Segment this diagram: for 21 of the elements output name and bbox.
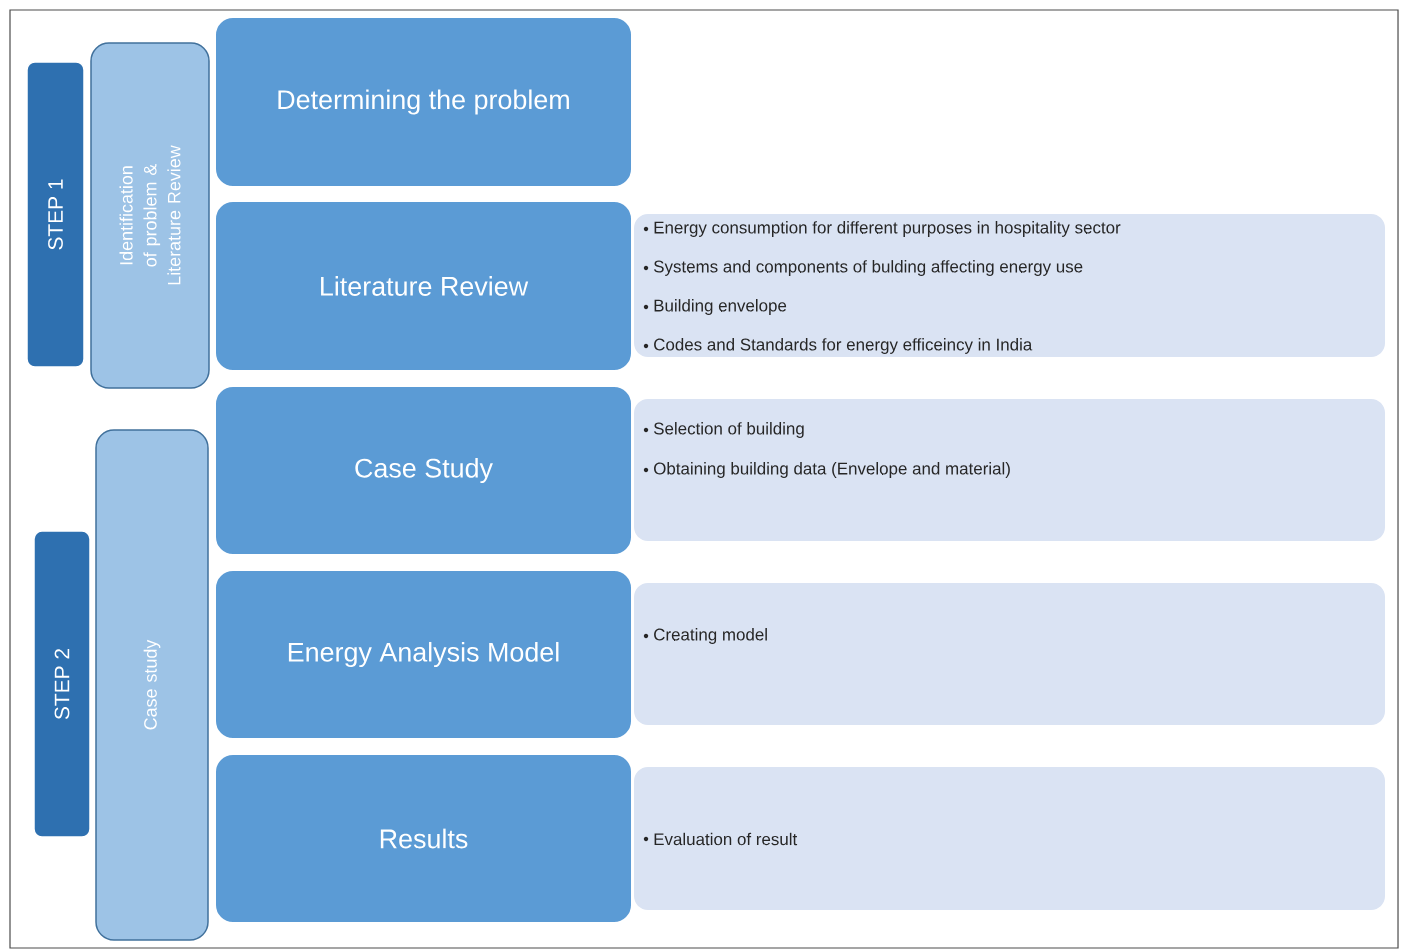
- bullet-item: Obtaining building data (Envelope and material): [654, 462, 1010, 478]
- bullet-item: Energy consumption for different purposes in hospitality sector: [654, 221, 1121, 237]
- bullet-item: Selection of building: [654, 422, 804, 438]
- step-band: STEP 1: [26, 61, 85, 368]
- bullet-item: Creating model: [654, 628, 767, 644]
- phase-band: Identification of problem & Literature Review: [90, 42, 210, 389]
- process-box: Results: [214, 753, 633, 924]
- bullet-item: Building envelope: [654, 299, 787, 315]
- process-box: Literature Review: [214, 200, 633, 372]
- phase-band: Case study: [95, 429, 209, 941]
- step-band: STEP 2: [33, 530, 91, 838]
- process-box: Energy Analysis Model: [214, 569, 633, 740]
- bullet-panel: [634, 214, 1386, 357]
- process-box: Case Study: [214, 385, 633, 556]
- bullet-item: Codes and Standards for energy efficeincy in India: [654, 338, 1033, 354]
- bullet-panel: [634, 583, 1386, 725]
- bullet-panel: [634, 767, 1386, 910]
- bullet-item: Evaluation of result: [654, 832, 798, 846]
- process-box: Determining the problem: [214, 16, 633, 188]
- bullet-item: Systems and components of bulding affecting energy use: [654, 260, 1083, 276]
- bullet-panel: [634, 399, 1386, 541]
